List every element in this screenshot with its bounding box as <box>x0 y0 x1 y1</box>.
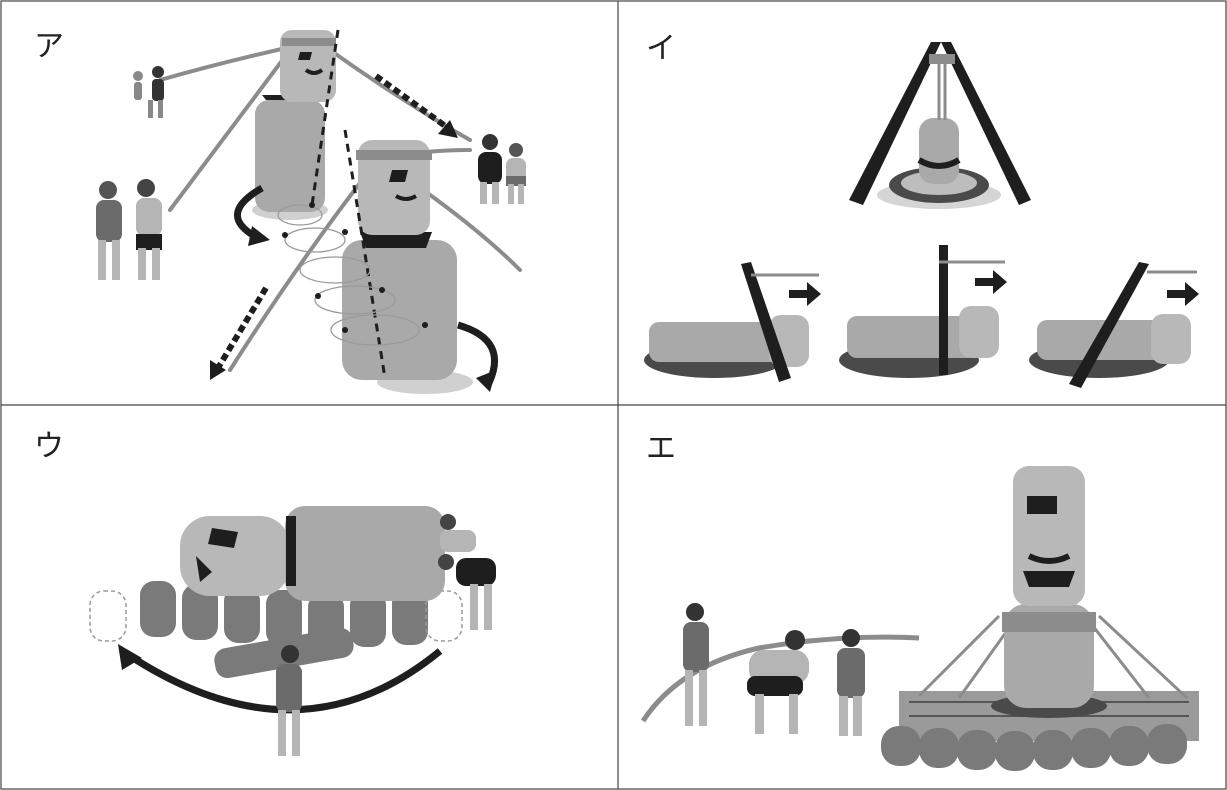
walking-motion-arrow-icon <box>210 288 266 380</box>
panel-a-illustration <box>0 0 618 405</box>
panel-e-illustration <box>619 406 1226 790</box>
log-carrier-person <box>212 626 355 756</box>
rope-puller-group <box>133 66 164 118</box>
rope-puller-group <box>478 134 526 204</box>
moai-statue-icon <box>1029 262 1199 388</box>
moai-statue-icon <box>991 466 1107 718</box>
panel-i-illustration <box>619 0 1226 405</box>
moai-statue-icon <box>644 262 821 382</box>
moai-statue-icon <box>342 140 473 394</box>
panel-u-illustration <box>0 406 618 790</box>
moai-statue-icon <box>252 30 336 220</box>
moai-statue-icon <box>180 506 445 601</box>
rope-puller-group <box>96 179 162 280</box>
moai-statue-icon <box>839 245 1007 378</box>
a-frame-icon <box>849 42 1031 209</box>
statue-pusher-group <box>438 514 496 630</box>
rope-puller-group <box>683 603 865 736</box>
